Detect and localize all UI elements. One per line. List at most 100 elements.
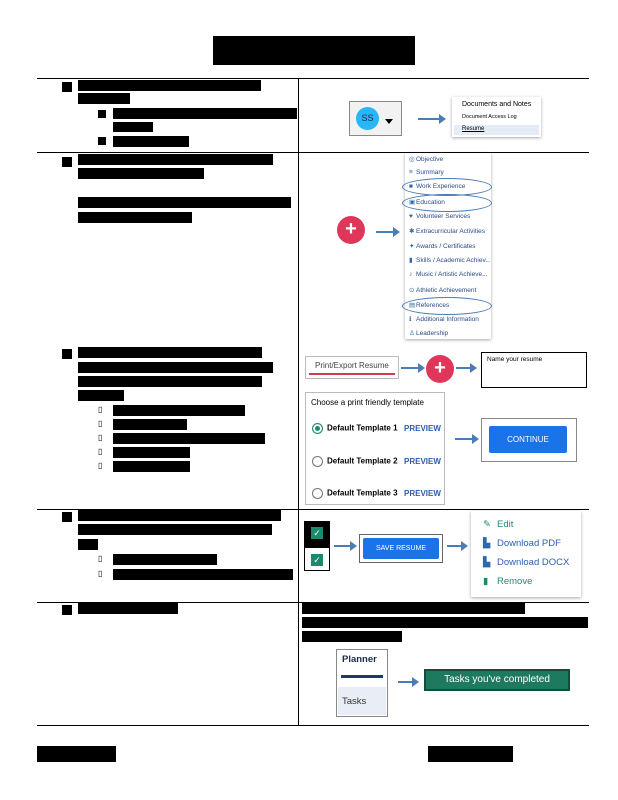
redacted-text — [302, 617, 588, 628]
bullet — [62, 605, 72, 615]
radio-selected-icon[interactable] — [312, 423, 323, 434]
tab-tasks[interactable]: Tasks — [342, 696, 367, 707]
award-icon: ✦ — [409, 243, 415, 250]
menu-item-documents[interactable]: Documents and Notes — [462, 101, 532, 108]
redacted-text — [78, 510, 281, 521]
template-chooser: Choose a print friendly template Default… — [305, 392, 445, 505]
checkbox-checked-icon[interactable]: ✓ — [311, 527, 323, 539]
redacted-text — [113, 461, 190, 472]
planner-nav: Planner Tasks — [336, 649, 388, 717]
table-column-divider — [298, 78, 299, 725]
menu-item-edit[interactable]: ✎Edit — [483, 519, 514, 530]
volunteer-icon: ♥ — [409, 213, 413, 220]
document-title — [213, 36, 415, 65]
redacted-text — [113, 108, 297, 119]
menu-item-skills[interactable]: ▮Skills / Academic Achiev... — [409, 257, 491, 264]
menu-item-download-docx[interactable]: ▙Download DOCX — [483, 557, 570, 568]
redacted-text — [78, 390, 124, 401]
continue-panel: CONTINUE — [481, 418, 577, 462]
redacted-text — [78, 539, 98, 550]
bullet — [98, 110, 106, 118]
bullet — [62, 349, 72, 359]
footer-text-left — [37, 746, 116, 762]
template-option-1[interactable]: Default Template 1 — [312, 423, 398, 434]
redacted-text — [113, 419, 187, 430]
tab-highlight — [338, 687, 386, 715]
completed-tasks-badge[interactable]: Tasks you've completed — [424, 669, 570, 691]
menu-item-athletic[interactable]: ⊙Athletic Achievement — [409, 287, 477, 294]
menu-item-extracurricular[interactable]: ✱Extracurricular Activities — [409, 228, 485, 235]
menu-item-volunteer[interactable]: ♥Volunteer Services — [409, 213, 471, 220]
menu-item-summary[interactable]: ≡Summary — [409, 169, 444, 176]
arrow-icon — [455, 434, 479, 444]
preview-link-3[interactable]: PREVIEW — [404, 489, 441, 498]
bullet — [62, 82, 72, 92]
table-row-divider — [37, 152, 589, 153]
redacted-text — [113, 447, 190, 458]
summary-icon: ≡ — [409, 169, 413, 176]
redacted-text — [78, 93, 130, 104]
print-export-label: Print/Export Resume — [315, 361, 389, 370]
template-option-2[interactable]: Default Template 2 — [312, 456, 398, 467]
menu-item-awards[interactable]: ✦Awards / Certificates — [409, 243, 476, 250]
resume-name-input[interactable]: Name your resume — [481, 352, 587, 388]
redacted-text — [113, 405, 245, 416]
continue-button[interactable]: CONTINUE — [489, 426, 567, 453]
redacted-text — [113, 136, 189, 147]
arrow-icon — [334, 541, 357, 551]
trash-icon: ▮ — [483, 576, 489, 587]
redacted-text — [78, 524, 272, 535]
underline-accent — [309, 373, 395, 375]
redacted-text — [113, 122, 153, 132]
menu-item-music[interactable]: ♪Music / Artistic Achieve... — [409, 271, 488, 278]
menu-item-download-pdf[interactable]: ▙Download PDF — [483, 538, 561, 549]
menu-item-resume[interactable]: Resume — [462, 126, 485, 132]
add-section-button[interactable]: + — [337, 216, 365, 244]
redacted-text — [78, 347, 262, 358]
bullet-glyph: ▯ — [98, 461, 103, 470]
resume-name-label: Name your resume — [487, 356, 543, 363]
bullet — [62, 157, 72, 167]
menu-item-remove[interactable]: ▮Remove — [483, 576, 533, 587]
tab-underline — [341, 675, 383, 678]
radio-unselected-icon[interactable] — [312, 456, 323, 467]
redacted-text — [302, 603, 525, 614]
bullet-glyph: ▯ — [98, 569, 103, 578]
redacted-text — [302, 631, 402, 642]
preview-link-1[interactable]: PREVIEW — [404, 424, 441, 433]
highlight-references — [402, 297, 492, 315]
checkbox-checked-icon[interactable]: ✓ — [311, 554, 323, 566]
menu-item-objective[interactable]: ◎Objective — [409, 156, 444, 163]
table-border-top — [37, 78, 589, 79]
radio-unselected-icon[interactable] — [312, 488, 323, 499]
menu-item-leadership[interactable]: ♙Leadership — [409, 330, 449, 337]
arrow-icon — [447, 541, 468, 551]
arrow-icon — [376, 227, 400, 237]
arrow-icon — [456, 363, 477, 373]
redacted-text — [78, 80, 261, 91]
template-heading: Choose a print friendly template — [311, 398, 424, 407]
preview-link-2[interactable]: PREVIEW — [404, 457, 441, 466]
menu-item-highlight — [454, 125, 539, 135]
menu-item-access-log[interactable]: Document Access Log — [462, 114, 517, 120]
arrow-icon — [398, 677, 419, 687]
redacted-text — [78, 603, 178, 614]
music-icon: ♪ — [409, 271, 413, 278]
save-resume-button[interactable]: SAVE RESUME — [363, 538, 439, 559]
redacted-text — [78, 154, 273, 165]
activities-icon: ✱ — [409, 228, 415, 235]
bullet-glyph: ▯ — [98, 405, 103, 414]
tab-planner[interactable]: Planner — [342, 654, 377, 665]
info-icon: ℹ — [409, 316, 412, 323]
checkbox-column: ✓ ✓ — [304, 521, 330, 571]
add-button[interactable]: + — [426, 355, 454, 383]
user-menu-button[interactable]: SS — [349, 101, 402, 136]
print-export-link[interactable]: Print/Export Resume — [305, 356, 399, 379]
bullet — [98, 137, 106, 145]
redacted-text — [78, 376, 262, 387]
template-option-3[interactable]: Default Template 3 — [312, 488, 398, 499]
bullet-glyph: ▯ — [98, 433, 103, 442]
bullet-glyph: ▯ — [98, 554, 103, 563]
table-row-divider — [37, 602, 589, 603]
